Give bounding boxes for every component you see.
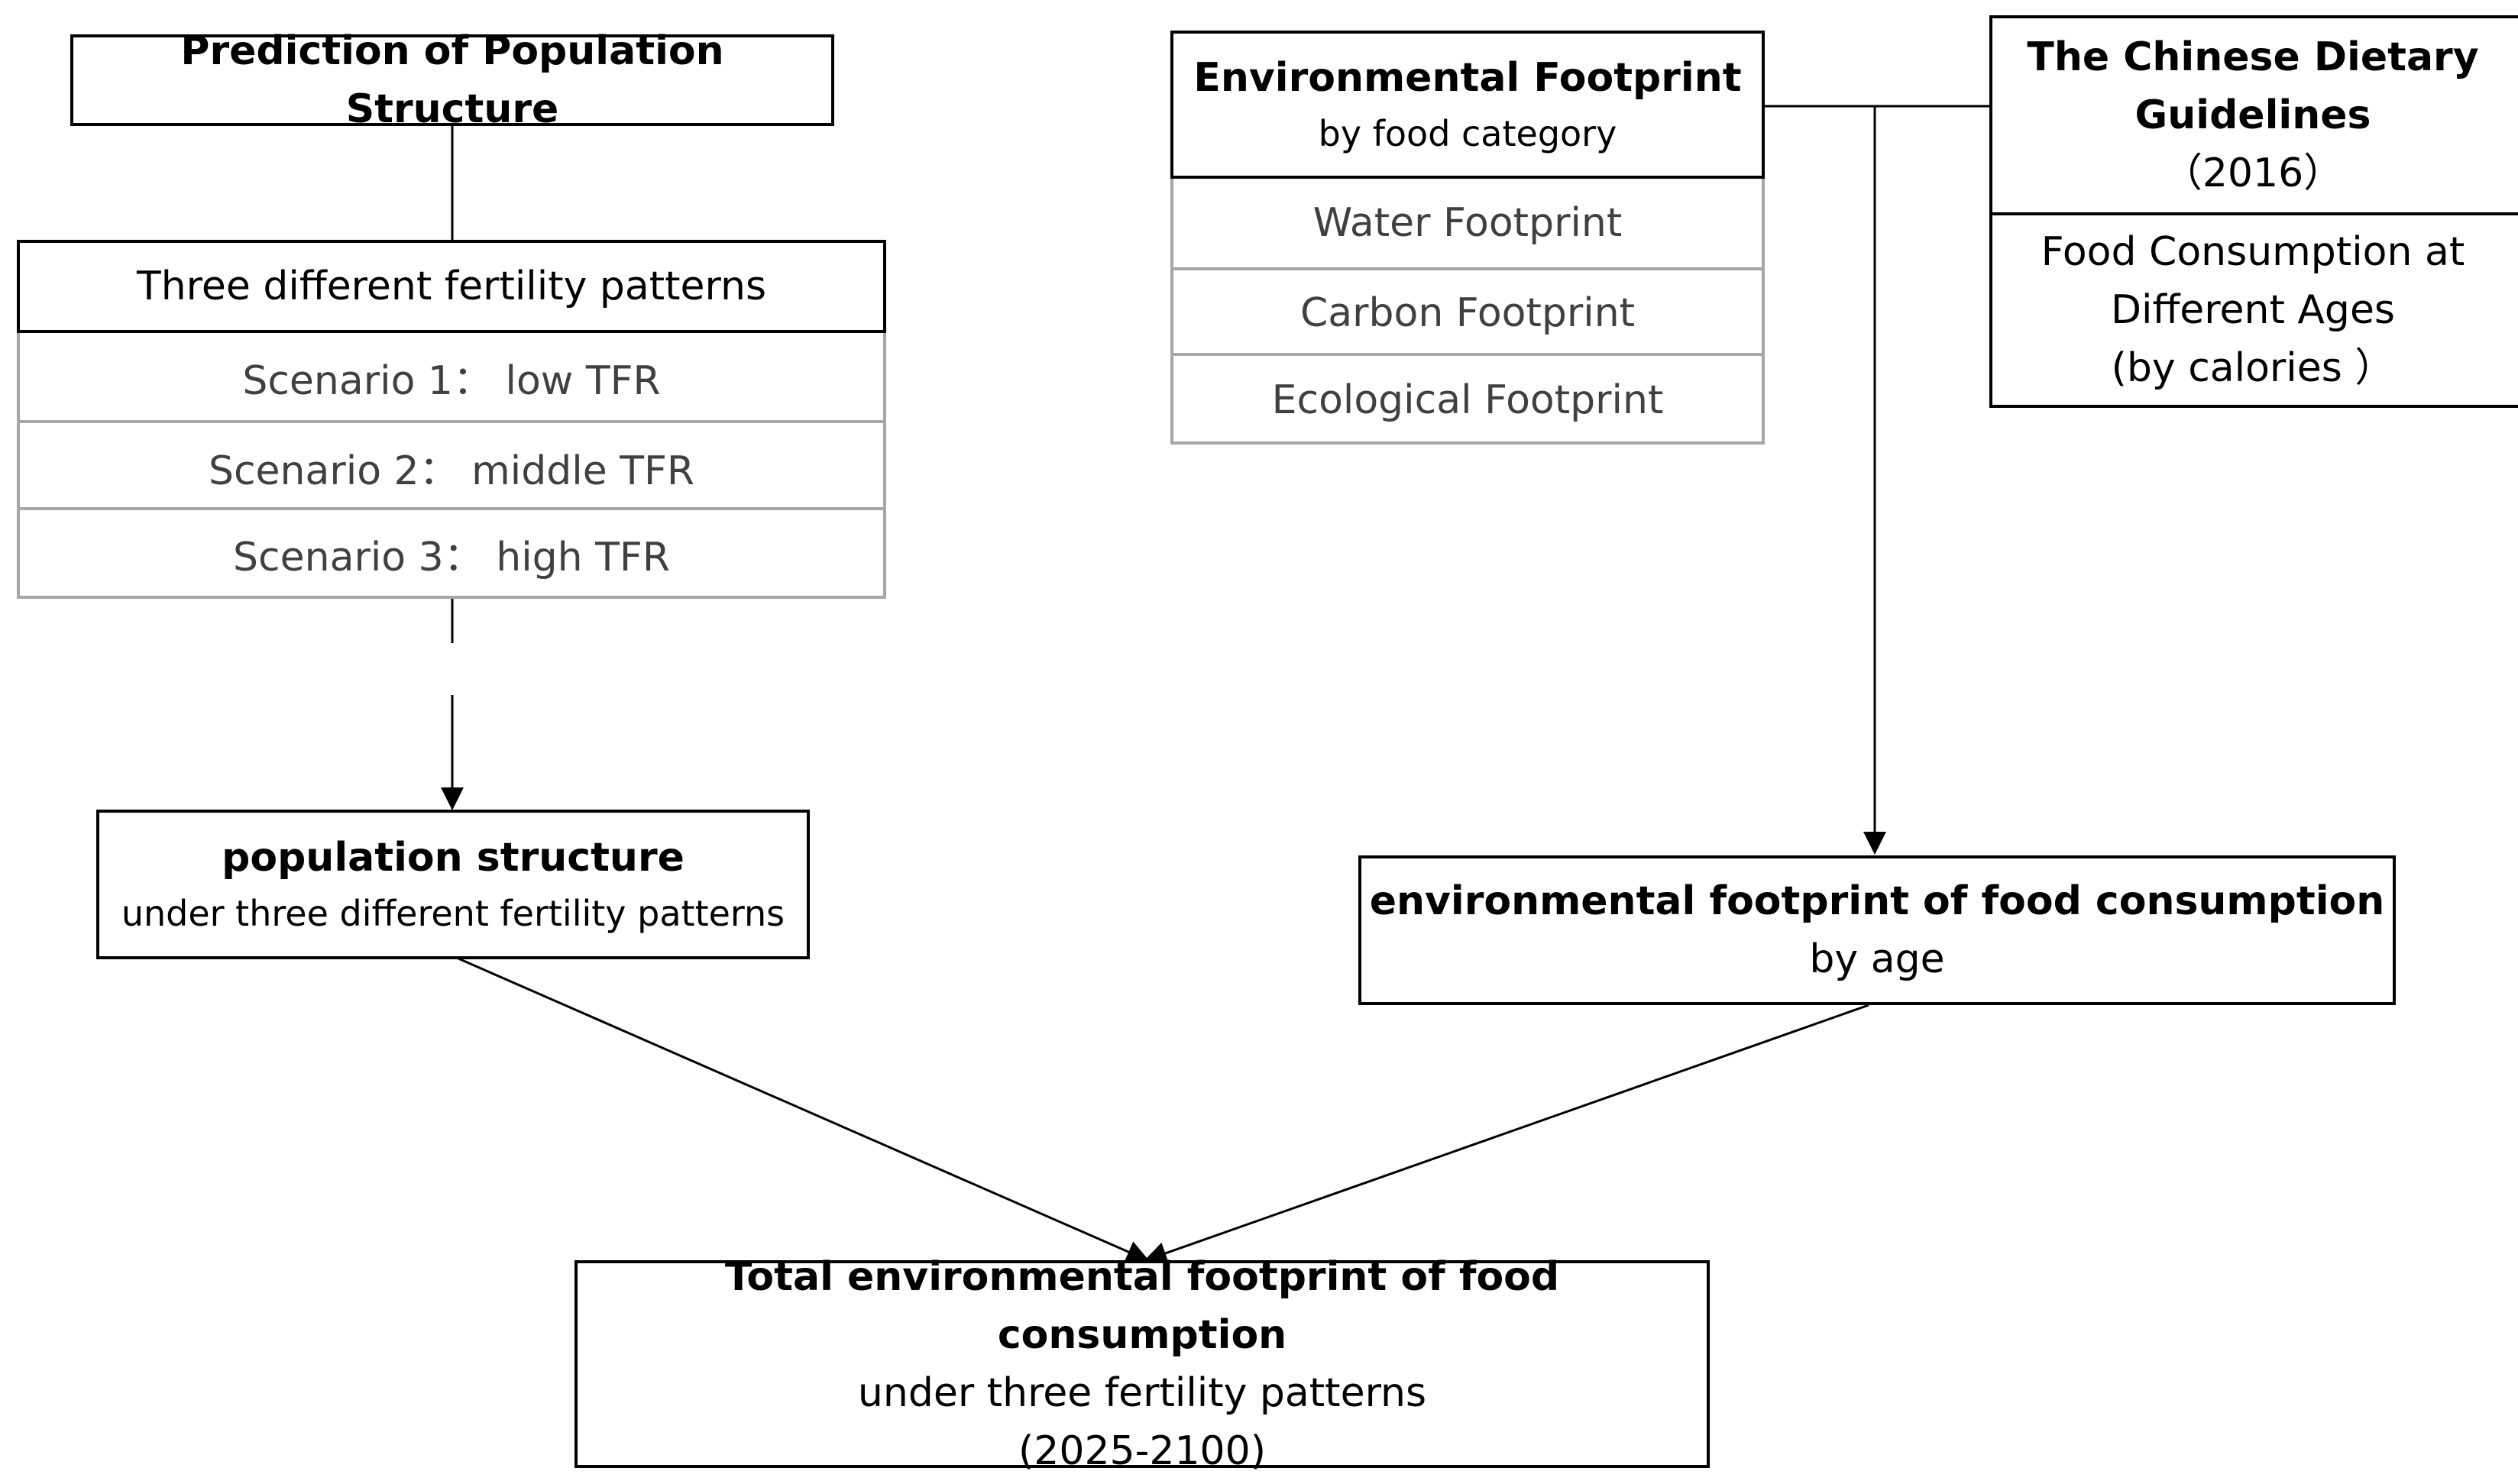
population-structure-title: population structure xyxy=(222,835,685,881)
scenario-1-label: Scenario 1： low TFR xyxy=(242,357,661,404)
total-title: Total environmental footprint of food co… xyxy=(724,1254,1560,1358)
scenario-2-row: Scenario 2： middle TFR xyxy=(20,420,883,510)
dietary-guidelines-body: Food Consumption at Different Ages (by c… xyxy=(1992,215,2518,405)
total-subtitle: under three fertility patterns xyxy=(857,1370,1427,1416)
env-footprint-title: Environmental Footprint xyxy=(1193,55,1742,101)
population-prediction-title: Prediction of Population Structure xyxy=(180,28,724,132)
env-footprint-table: Environmental Footprint by food category… xyxy=(1170,31,1765,445)
water-footprint-label: Water Footprint xyxy=(1312,200,1623,246)
population-structure-subtitle: under three different fertility patterns xyxy=(121,893,785,934)
dietary-body-line1: Food Consumption at xyxy=(2041,229,2465,275)
connector-envage-to-total-arrow xyxy=(1144,1004,1869,1265)
fertility-patterns-table: Three different fertility patterns Scena… xyxy=(17,240,886,599)
population-prediction-box: Prediction of Population Structure xyxy=(70,28,834,132)
env-by-age-title: environmental footprint of food consumpt… xyxy=(1369,878,2385,924)
carbon-footprint-label: Carbon Footprint xyxy=(1299,290,1636,336)
total-period: (2025-2100) xyxy=(1018,1428,1266,1474)
dietary-guidelines-header: The Chinese Dietary Guidelines （2016） xyxy=(1992,18,2518,215)
fertility-patterns-header-label: Three different fertility patterns xyxy=(136,263,767,309)
connector-population-to-total-arrow xyxy=(458,957,1150,1263)
fertility-patterns-header: Three different fertility patterns xyxy=(17,240,886,333)
dietary-title-line2: Guidelines xyxy=(2134,92,2371,138)
ecological-footprint-row: Ecological Footprint xyxy=(1173,353,1762,445)
scenario-3-row: Scenario 3： high TFR xyxy=(20,507,883,596)
carbon-footprint-row: Carbon Footprint xyxy=(1173,267,1762,356)
scenario-3-label: Scenario 3： high TFR xyxy=(233,534,670,580)
env-footprint-header: Environmental Footprint by food category xyxy=(1170,31,1765,179)
dietary-year: （2016） xyxy=(2162,150,2344,196)
env-by-age-box: environmental footprint of food consumpt… xyxy=(1358,855,2396,1005)
env-footprint-subtitle: by food category xyxy=(1318,113,1617,154)
water-footprint-row: Water Footprint xyxy=(1173,179,1762,267)
total-footprint-box: Total environmental footprint of food co… xyxy=(574,1254,1710,1474)
dietary-body-line2: Different Ages xyxy=(2110,287,2396,333)
dietary-title-line1: The Chinese Dietary xyxy=(2027,34,2479,80)
ecological-footprint-label: Ecological Footprint xyxy=(1271,377,1664,423)
dietary-body-line3: (by calories ） xyxy=(2111,345,2395,391)
dietary-guidelines-box: The Chinese Dietary Guidelines （2016） Fo… xyxy=(1989,15,2518,408)
scenario-2-label: Scenario 2： middle TFR xyxy=(208,448,695,494)
population-structure-box: population structure under three differe… xyxy=(96,810,810,959)
scenario-1-row: Scenario 1： low TFR xyxy=(20,333,883,420)
env-by-age-subtitle: by age xyxy=(1809,936,1945,982)
